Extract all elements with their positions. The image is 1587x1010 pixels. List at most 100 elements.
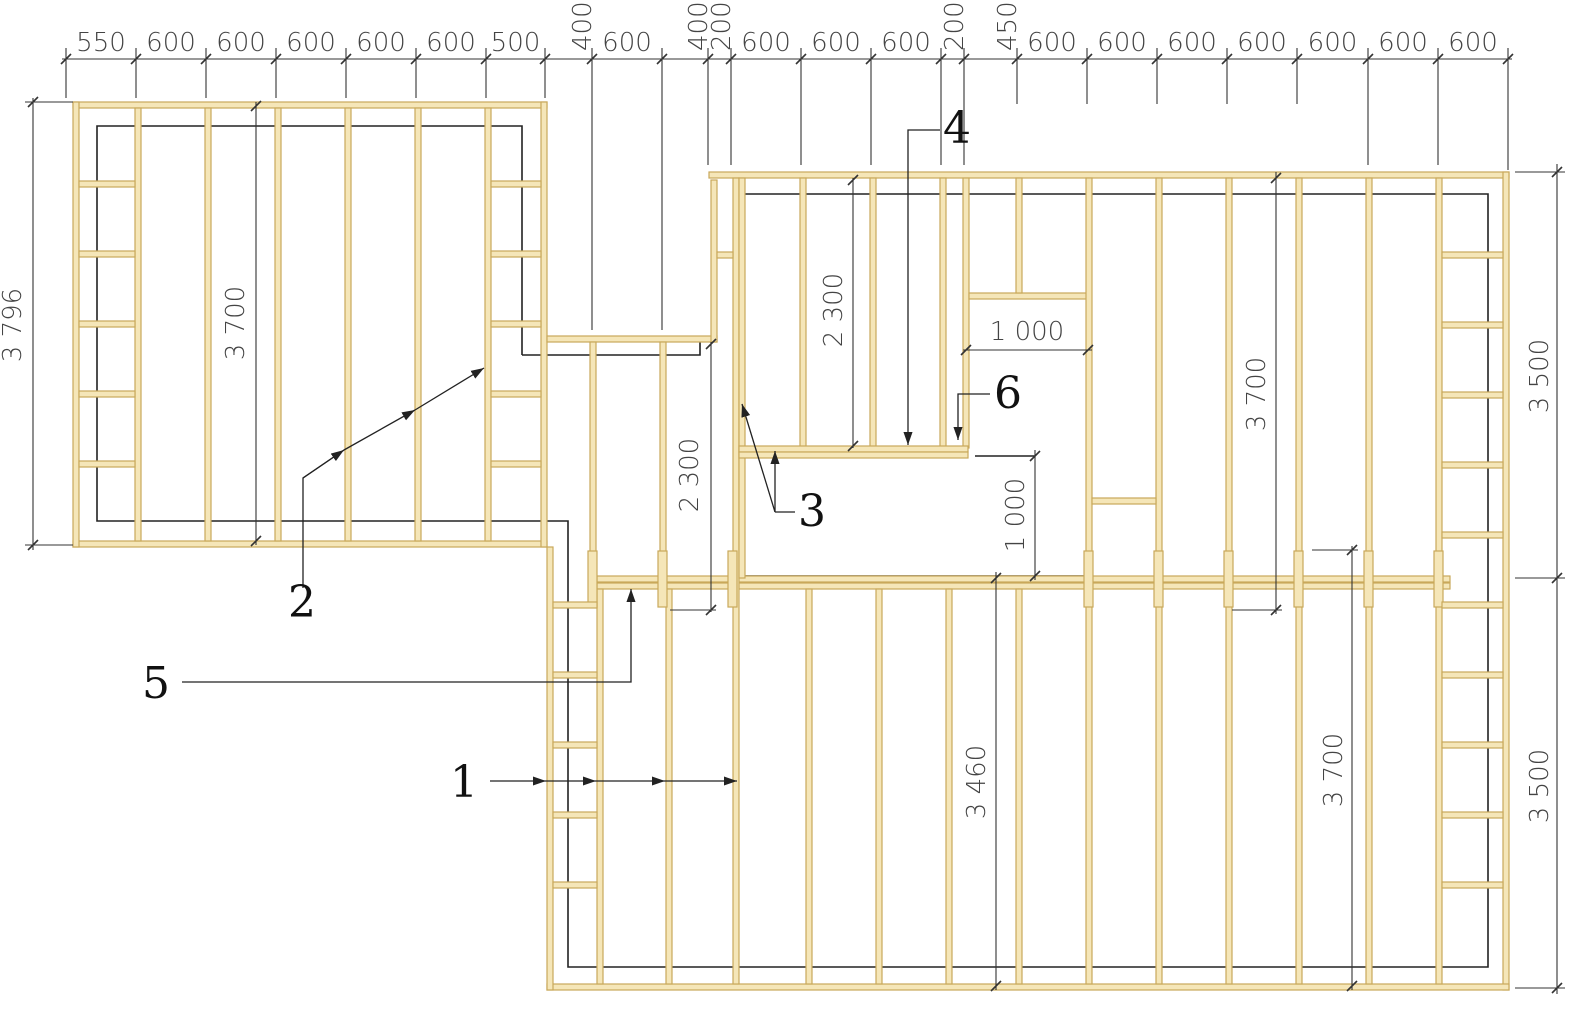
right-blocking-2 [1441, 321, 1504, 329]
double-rim-left-b [738, 177, 746, 579]
top-tick-2 [130, 53, 142, 65]
top-tick-10 [656, 53, 668, 65]
top-tick-9 [586, 53, 598, 65]
top-tick-15 [935, 53, 947, 65]
top-tick-1 [60, 53, 72, 65]
top-dimension-label: 600 [881, 28, 931, 58]
opening-header-top [968, 292, 1089, 300]
right-upper-joist-dim-tick-a [1270, 172, 1282, 184]
top-dimension-label: 600 [811, 28, 861, 58]
right-blocking-10 [1441, 881, 1504, 889]
splice-plate-1 [587, 550, 598, 608]
top-dimension-label: 400 [684, 1, 714, 51]
left-height-tick-top [27, 96, 39, 108]
right-blocking-1 [1441, 251, 1504, 259]
dimension-lines [25, 48, 1565, 994]
lower-rim-left [546, 546, 554, 991]
right-height-lower-label: 3 500 [1525, 749, 1555, 823]
lower-left-blocking-5 [552, 881, 598, 889]
right-blocking-4 [1441, 461, 1504, 469]
callout-1-label: 1 [450, 757, 478, 808]
left-joist-dim-tick-b [250, 535, 262, 547]
top-dimension-label: 400 [568, 1, 598, 51]
opening-trimmer-b [962, 177, 970, 449]
right-rim-right [1502, 171, 1510, 991]
top-tick-14 [865, 53, 877, 65]
right-lower-joist-10 [1435, 588, 1443, 985]
callouts [182, 129, 990, 786]
top-dimension-label: 600 [426, 28, 476, 58]
right-rim-bottom [546, 983, 1510, 991]
upper-short-joist-2 [869, 177, 877, 449]
lower-right-joist-dim-tick-b [1346, 980, 1358, 992]
lower-mid-joist-dim-tick-a [990, 572, 1002, 584]
rotated-dimension-labels: 3 796 3 700 2 300 2 300 1 000 3 700 3 50… [0, 273, 1555, 823]
left-rim-right [540, 101, 548, 548]
right-blocking-6 [1441, 601, 1504, 609]
opening-header-b [738, 451, 969, 459]
top-tick-18 [1081, 53, 1093, 65]
callout-2-leader [302, 449, 345, 588]
left-blocking-b-4 [490, 390, 542, 398]
right-rim-top [708, 171, 1510, 179]
callout-6-leader [953, 393, 990, 440]
lower-left-blocking-1 [552, 601, 598, 609]
lower-right-joist-length-label: 3 700 [1319, 733, 1349, 807]
top-tick-7 [480, 53, 492, 65]
opening-trimmer-a [939, 177, 947, 449]
callout-2-label: 2 [288, 577, 316, 628]
top-dimension-label: 600 [146, 28, 196, 58]
top-dimension-label: 600 [602, 28, 652, 58]
double-beam-a [596, 575, 1451, 583]
left-joist-5 [414, 107, 422, 542]
top-tick-12 [725, 53, 737, 65]
left-rim-left [72, 101, 80, 548]
left-rim-top [72, 101, 548, 109]
top-dimension-label: 500 [491, 28, 541, 58]
lower-mid-joist-length-label: 3 460 [962, 745, 992, 819]
top-tick-16 [958, 53, 970, 65]
left-blocking-a-4 [78, 390, 136, 398]
splice-plate-7 [1293, 550, 1304, 608]
opening-short-joist [1015, 177, 1023, 294]
callout-4-label: 4 [943, 103, 971, 154]
right-upper-joist-length-label: 3 700 [1242, 357, 1272, 431]
left-room-contour [96, 125, 1489, 968]
top-tick-21 [1291, 53, 1303, 65]
top-dimension-label: 600 [1167, 28, 1217, 58]
top-tick-4 [270, 53, 282, 65]
top-tick-5 [340, 53, 352, 65]
left-joist-6 [484, 107, 492, 542]
left-joist-1 [134, 107, 142, 542]
wood-members [72, 101, 1510, 991]
left-blocking-b-5 [490, 460, 542, 468]
mid-upper-joist-dim-tick-a [847, 174, 859, 186]
mid-contour [740, 346, 1089, 577]
lower-left-blocking-2 [552, 671, 598, 679]
splice-plate-8 [1363, 550, 1374, 608]
top-dimension-label: 600 [741, 28, 791, 58]
right-upper-joist-1 [1085, 177, 1093, 577]
top-tick-24 [1502, 53, 1514, 65]
top-dimension-label: 600 [216, 28, 266, 58]
top-dimension-label: 450 [993, 1, 1023, 51]
left-blocking-a-3 [78, 320, 136, 328]
mid-lower-joist-dim-tick-a [705, 338, 717, 350]
upper-connector-contour [522, 338, 701, 356]
right-blocking-9 [1441, 811, 1504, 819]
left-blocking-b-2 [490, 250, 542, 258]
right-upper-blocking [1091, 497, 1157, 505]
left-joist-2 [204, 107, 212, 542]
callout-2-arrow-c [414, 367, 485, 411]
callout-3-arrow-a [741, 403, 776, 513]
top-tick-6 [410, 53, 422, 65]
callout-2-arrow-b [343, 409, 416, 451]
callout-4-leader [903, 129, 940, 445]
top-tick-22 [1362, 53, 1374, 65]
top-dimension-label: 600 [1027, 28, 1077, 58]
splice-plate-9 [1433, 550, 1444, 608]
right-blocking-7 [1441, 671, 1504, 679]
opening-width-label: 1 000 [990, 317, 1064, 347]
upper-short-joist-1 [799, 177, 807, 449]
